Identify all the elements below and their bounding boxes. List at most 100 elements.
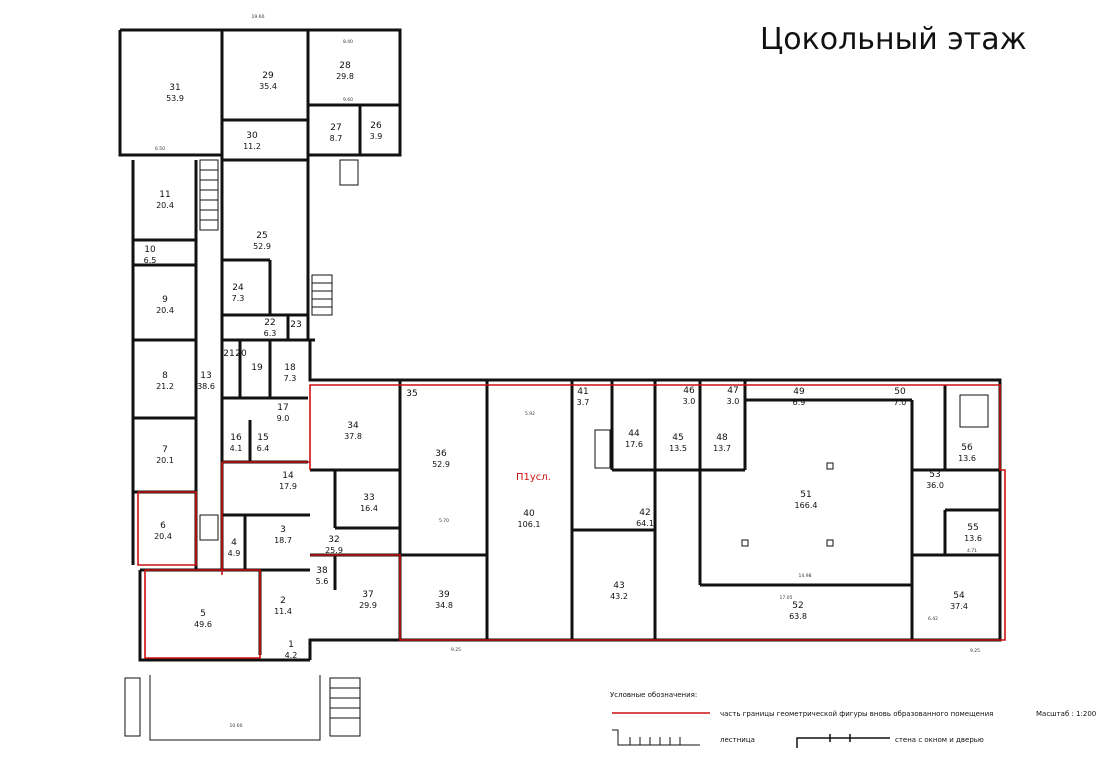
room-area-26: 3.9	[370, 132, 383, 141]
room-number-54: 54	[953, 591, 965, 601]
legend-stairs-swatch	[612, 729, 700, 746]
room-number-16: 16	[230, 433, 242, 443]
room-area-15: 6.4	[257, 444, 270, 453]
room-area-8: 21.2	[156, 382, 174, 391]
room-area-4: 4.9	[228, 549, 241, 558]
room-number-39: 39	[438, 590, 450, 600]
room-area-51: 166.4	[795, 501, 818, 510]
room-number-45: 45	[672, 433, 683, 443]
legend-wall-swatch	[796, 734, 890, 748]
room-area-18: 7.3	[284, 374, 297, 383]
dimension-label: 4.71	[967, 548, 977, 554]
room-area-25: 52.9	[253, 242, 271, 251]
room-area-50: 7.0	[894, 398, 907, 407]
room-area-49: 6.9	[793, 398, 806, 407]
room-labels: 3153.92935.42829.83011.2278.7263.91120.4…	[144, 61, 982, 660]
room-area-11: 20.4	[156, 201, 174, 210]
room-number-1: 1	[288, 640, 294, 650]
room-number-20: 20	[235, 349, 247, 359]
room-area-22: 6.3	[264, 329, 277, 338]
room-area-55: 13.6	[964, 534, 982, 543]
room-number-30: 30	[246, 131, 258, 141]
room-number-53: 53	[929, 470, 940, 480]
room-number-13: 13	[200, 371, 211, 381]
room-number-38: 38	[316, 566, 328, 576]
room-area-44: 17.6	[625, 440, 643, 449]
room-area-24: 7.3	[232, 294, 245, 303]
room-number-14: 14	[282, 471, 294, 481]
room-number-36: 36	[435, 449, 447, 459]
room-number-8: 8	[162, 371, 168, 381]
room-number-33: 33	[363, 493, 374, 503]
dimension-label: 9.60	[343, 97, 353, 103]
floor-title: Цокольный этаж	[760, 22, 1027, 57]
room-number-17: 17	[277, 403, 288, 413]
room-number-9: 9	[162, 295, 168, 305]
room-number-31: 31	[169, 83, 180, 93]
dimension-label: 9.25	[451, 647, 461, 653]
room-area-13: 38.6	[197, 382, 215, 391]
room-number-47: 47	[727, 386, 738, 396]
room-area-46: 3.0	[683, 397, 696, 406]
room-number-34: 34	[347, 421, 359, 431]
legend: Условные обозначения: часть границы геом…	[610, 691, 1096, 748]
room-number-6: 6	[160, 521, 166, 531]
room-area-33: 16.4	[360, 504, 378, 513]
room-number-51: 51	[800, 490, 811, 500]
room-number-50: 50	[894, 387, 906, 397]
room-area-9: 20.4	[156, 306, 174, 315]
room-number-43: 43	[613, 581, 624, 591]
room-area-39: 34.8	[435, 601, 453, 610]
columns	[741, 462, 834, 547]
room-number-19: 19	[251, 363, 263, 373]
room-area-43: 43.2	[610, 592, 628, 601]
legend-boundary-text: часть границы геометрической фигуры внов…	[720, 710, 993, 718]
room-number-25: 25	[256, 231, 267, 241]
room-area-1: 4.2	[285, 651, 298, 660]
room-area-37: 29.9	[359, 601, 377, 610]
room-number-26: 26	[370, 121, 382, 131]
room-area-34: 37.8	[344, 432, 362, 441]
room-area-48: 13.7	[713, 444, 731, 453]
room-area-14: 17.9	[279, 482, 297, 491]
room-area-30: 11.2	[243, 142, 261, 151]
room-number-15: 15	[257, 433, 268, 443]
room-number-29: 29	[262, 71, 274, 81]
room-number-7: 7	[162, 445, 168, 455]
room-area-29: 35.4	[259, 82, 277, 91]
room-area-5: 49.6	[194, 620, 212, 629]
room-number-27: 27	[330, 123, 341, 133]
room-number-55: 55	[967, 523, 978, 533]
room-number-48: 48	[716, 433, 728, 443]
outer-walls	[118, 28, 1002, 662]
room-number-24: 24	[232, 283, 244, 293]
dimension-label: 5.92	[525, 411, 535, 417]
room-area-16: 4.1	[230, 444, 243, 453]
room-area-31: 53.9	[166, 94, 184, 103]
room-area-2: 11.4	[274, 607, 292, 616]
room-number-5: 5	[200, 609, 206, 619]
dimension-label: 9.25	[970, 648, 980, 654]
room-area-7: 20.1	[156, 456, 174, 465]
room-number-56: 56	[961, 443, 973, 453]
room-area-41: 3.7	[577, 398, 590, 407]
premise-label: П1усл.	[516, 472, 551, 483]
room-area-3: 18.7	[274, 536, 292, 545]
room-number-3: 3	[280, 525, 286, 535]
room-number-41: 41	[577, 387, 588, 397]
room-number-32: 32	[328, 535, 339, 545]
room-area-52: 63.8	[789, 612, 807, 621]
room-number-44: 44	[628, 429, 640, 439]
room-number-11: 11	[159, 190, 170, 200]
room-number-35: 35	[406, 389, 417, 399]
room-number-40: 40	[523, 509, 535, 519]
room-number-22: 22	[264, 318, 275, 328]
room-area-42: 64.1	[636, 519, 654, 528]
room-number-49: 49	[793, 387, 805, 397]
legend-scale: Масштаб : 1:200	[1036, 710, 1096, 718]
room-number-46: 46	[683, 386, 695, 396]
room-area-32: 25.9	[325, 546, 343, 555]
room-area-56: 13.6	[958, 454, 976, 463]
room-area-6: 20.4	[154, 532, 172, 541]
